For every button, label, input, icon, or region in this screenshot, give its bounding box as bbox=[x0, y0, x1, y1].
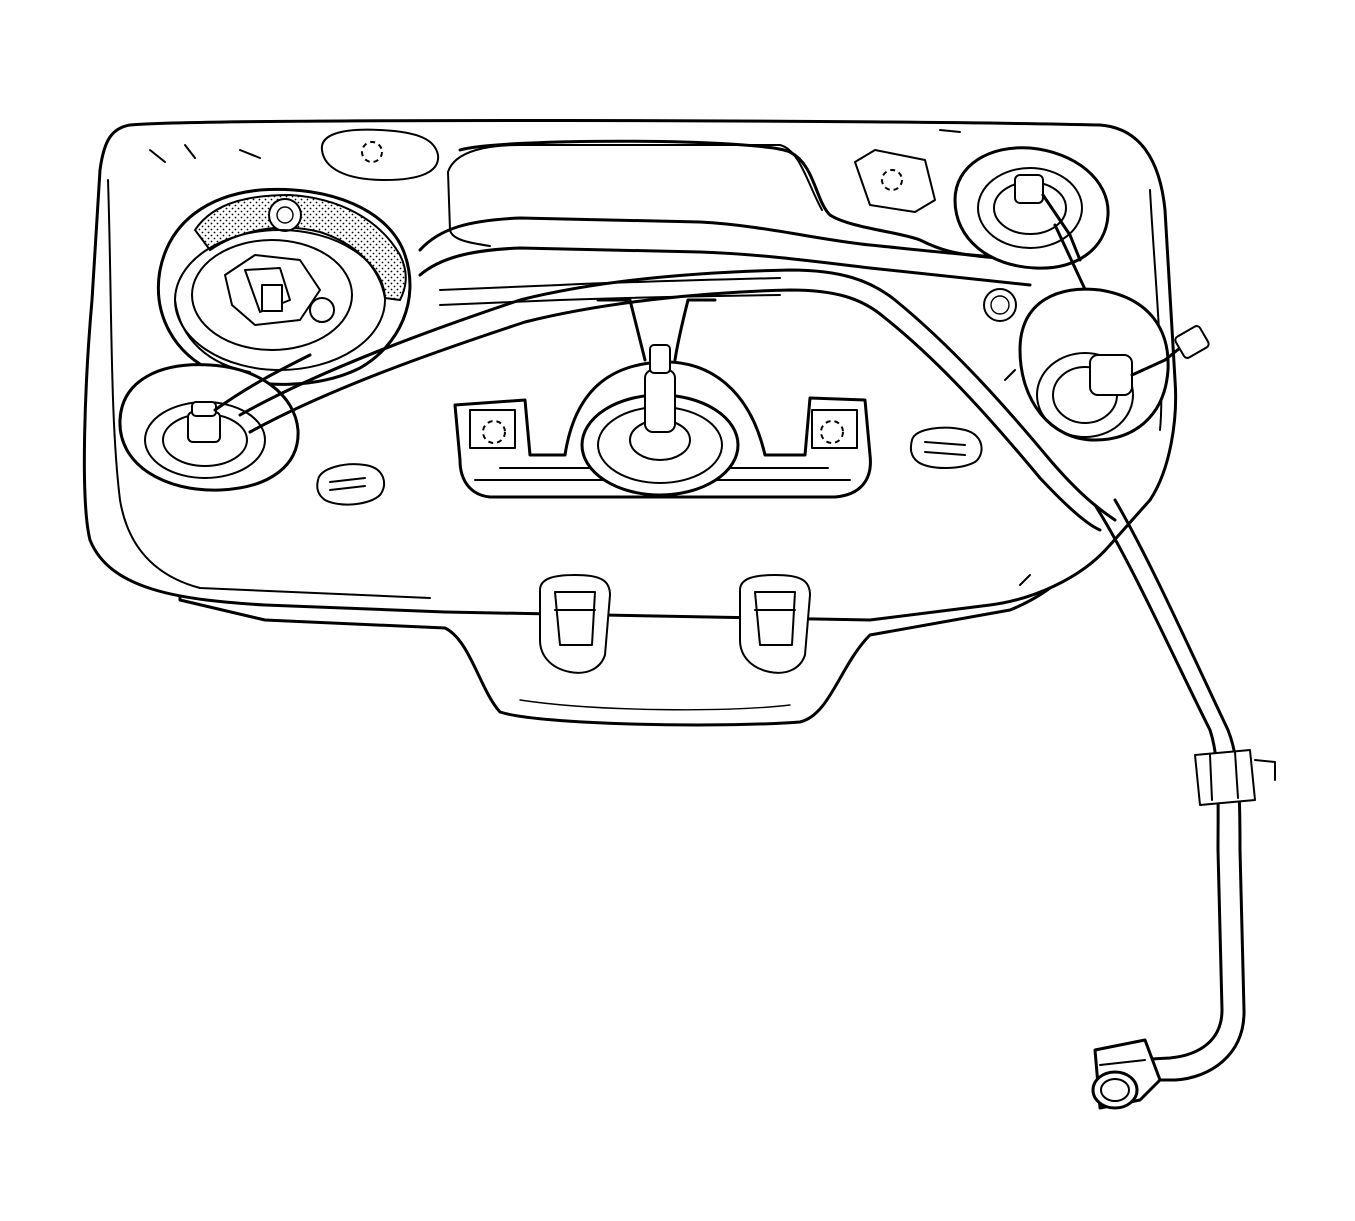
fuel-lines-upper bbox=[418, 216, 1042, 306]
right-lower-vent-valve bbox=[1018, 287, 1210, 442]
strap-pockets bbox=[539, 574, 811, 674]
center-valve-assembly bbox=[453, 298, 872, 499]
drain-slots bbox=[316, 426, 983, 506]
left-vent-valve bbox=[118, 353, 312, 492]
seam-marks bbox=[149, 129, 1031, 586]
fuel-pump-module bbox=[157, 187, 412, 386]
external-hose bbox=[1091, 498, 1276, 1110]
mounting-bosses bbox=[320, 128, 1017, 322]
fuel-feed-line-diagonal bbox=[238, 268, 1117, 532]
